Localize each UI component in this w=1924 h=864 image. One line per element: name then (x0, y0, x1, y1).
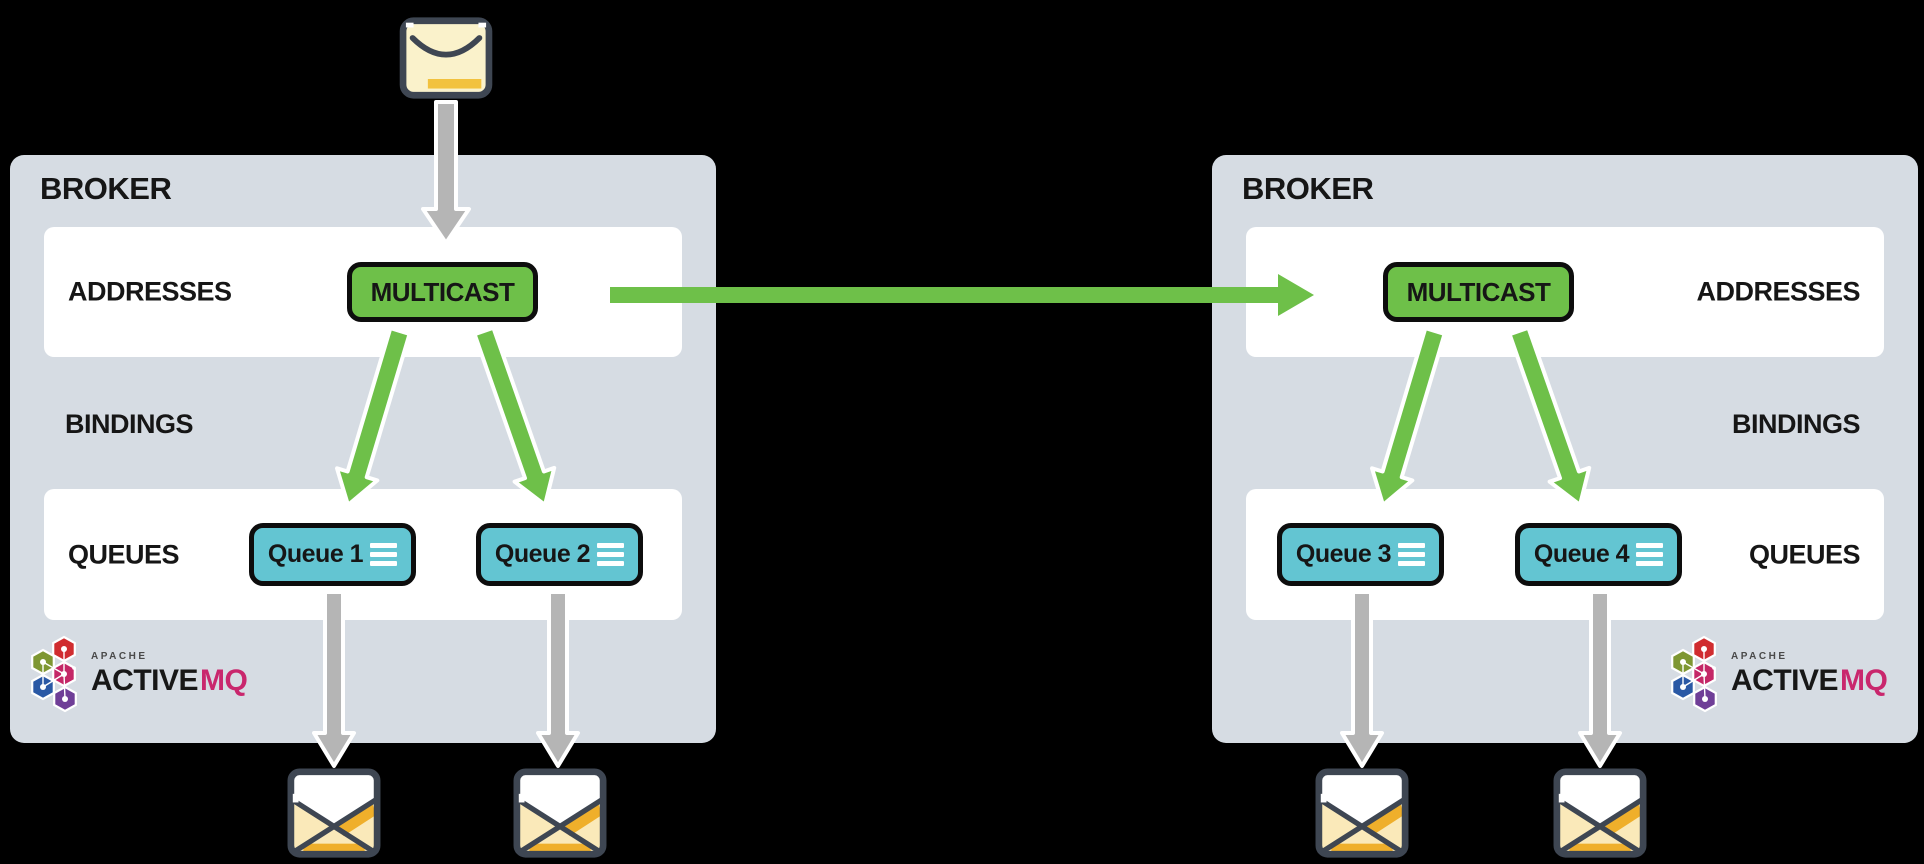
bindings-label: BINDINGS (65, 409, 194, 439)
broker-title: BROKER (1242, 171, 1374, 206)
open-envelope-icon (1314, 767, 1410, 859)
logo-apache-text: APACHE (91, 651, 148, 662)
logo-active-text: ACTIVE (91, 664, 199, 697)
menu-lines-icon (370, 543, 398, 566)
activemq-logo: APACHE ACTIVE MQ (30, 635, 248, 713)
addresses-label: ADDRESSES (1696, 276, 1860, 307)
queue-label: Queue 1 (267, 540, 364, 568)
queues-label: QUEUES (68, 539, 180, 569)
activemq-hexagon-cluster-icon (31, 635, 77, 713)
broker-panel-left: BROKER ADDRESSES MULTICAST BINDINGS QUEU… (10, 155, 716, 743)
open-envelope-icon (286, 767, 382, 859)
queues-band: QUEUES Queue 1 Queue 2 (44, 489, 682, 620)
menu-lines-icon (597, 543, 625, 566)
logo-apache-text: APACHE (1731, 651, 1788, 662)
addresses-band: ADDRESSES MULTICAST (1246, 227, 1884, 357)
queue-label: Queue 3 (1295, 540, 1392, 568)
bindings-label: BINDINGS (1731, 409, 1861, 439)
queue-node: Queue 1 (249, 523, 416, 586)
open-envelope-icon (1552, 767, 1648, 859)
queues-label: QUEUES (1748, 539, 1861, 569)
multicast-address-node: MULTICAST (1383, 262, 1574, 322)
logo-active-text: ACTIVE (1731, 664, 1839, 697)
logo-mq-text: MQ (200, 664, 248, 697)
queue-node: Queue 3 (1277, 523, 1444, 586)
queue-node: Queue 4 (1515, 523, 1682, 586)
queue-label: Queue 4 (1533, 540, 1630, 568)
broker-title: BROKER (40, 171, 172, 206)
menu-lines-icon (1398, 543, 1426, 566)
menu-lines-icon (1636, 543, 1664, 566)
activemq-logo: APACHE ACTIVE MQ (1670, 635, 1888, 713)
addresses-label: ADDRESSES (68, 276, 232, 307)
closed-envelope-icon (398, 16, 494, 100)
broker-panel-right: BROKER ADDRESSES MULTICAST BINDINGS QUEU… (1212, 155, 1918, 743)
queues-band: QUEUES Queue 3 Queue 4 (1246, 489, 1884, 620)
logo-mq-text: MQ (1840, 664, 1888, 697)
queue-node: Queue 2 (476, 523, 643, 586)
open-envelope-icon (512, 767, 608, 859)
activemq-hexagon-cluster-icon (1671, 635, 1717, 713)
addresses-band: ADDRESSES MULTICAST (44, 227, 682, 357)
multicast-address-node: MULTICAST (347, 262, 538, 322)
queue-label: Queue 2 (494, 540, 591, 568)
